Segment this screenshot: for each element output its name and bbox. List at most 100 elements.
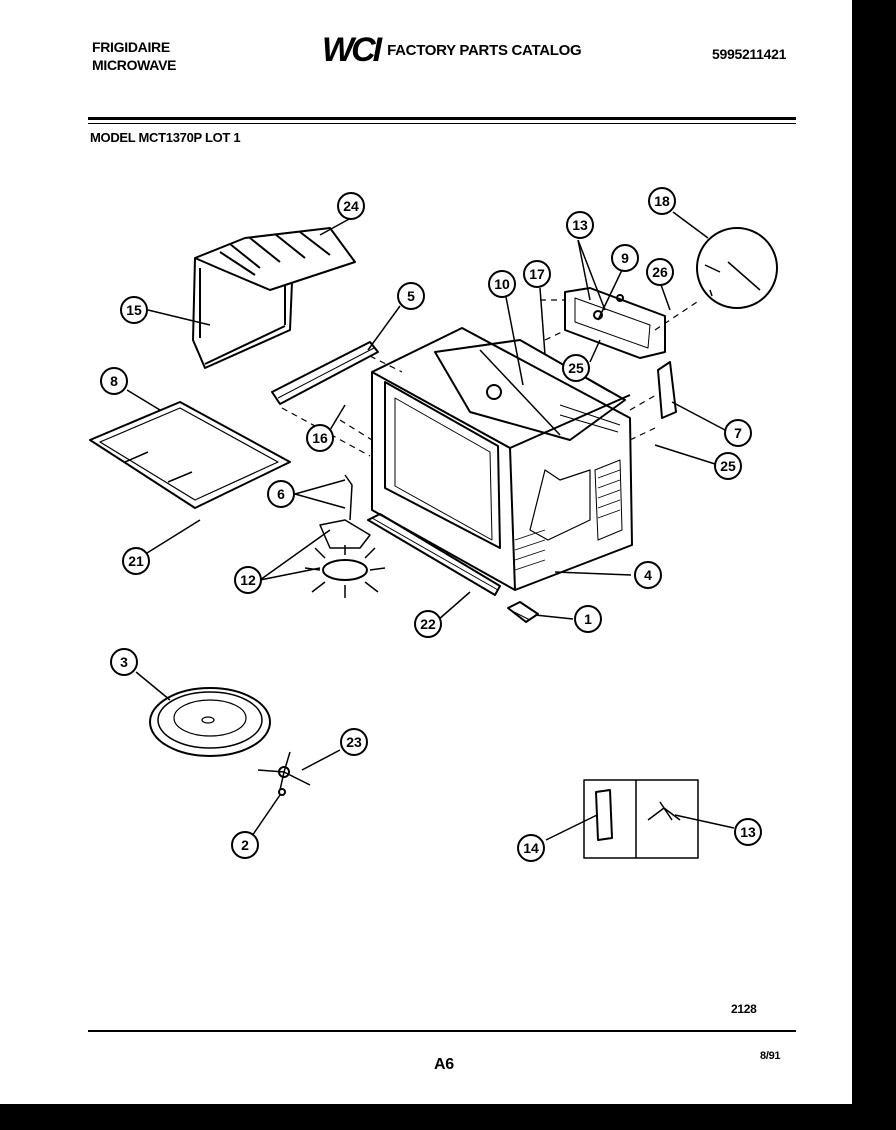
callout-c1: 1	[574, 605, 602, 633]
turntable-tray-part	[149, 687, 271, 757]
callout-number: 18	[654, 193, 670, 209]
callout-number: 7	[734, 425, 742, 441]
header-rule	[88, 117, 796, 120]
callout-circle	[488, 270, 516, 298]
callout-c25b: 25	[562, 354, 590, 382]
callout-circle	[634, 561, 662, 589]
control-bracket-part	[564, 287, 666, 359]
callout-number: 2	[241, 837, 249, 853]
callout-number: 23	[346, 734, 362, 750]
callout-c16: 16	[306, 424, 334, 452]
foot-part	[507, 601, 539, 623]
footer-rule	[88, 1030, 796, 1032]
callout-circle	[574, 605, 602, 633]
wci-logo: WCI	[322, 30, 382, 69]
callout-circle	[648, 187, 676, 215]
callout-c24: 24	[337, 192, 365, 220]
callout-number: 4	[644, 567, 652, 583]
callout-number: 24	[343, 198, 359, 214]
callout-circle	[611, 244, 639, 272]
scan-border-right	[852, 0, 896, 1130]
callout-c13a: 13	[566, 211, 594, 239]
callout-circle	[734, 818, 762, 846]
callout-number: 21	[128, 553, 144, 569]
magnified-detail	[696, 227, 778, 309]
model-label: MODEL MCT1370P LOT 1	[90, 130, 241, 145]
callout-circle	[714, 452, 742, 480]
callout-circle	[234, 566, 262, 594]
callout-c4: 4	[634, 561, 662, 589]
side-bracket-part	[657, 361, 677, 419]
page-label: A6	[434, 1056, 454, 1073]
callout-number: 5	[407, 288, 415, 304]
callout-number: 8	[110, 373, 118, 389]
top-rail-part	[271, 341, 379, 405]
callout-number: 9	[621, 250, 629, 266]
callout-c22: 22	[414, 610, 442, 638]
brand-name: FRIGIDAIRE	[92, 39, 170, 55]
callout-c8: 8	[100, 367, 128, 395]
product-type: MICROWAVE	[92, 57, 177, 73]
callout-circle	[122, 547, 150, 575]
callout-number: 14	[523, 840, 539, 856]
leader-lines	[126, 211, 735, 841]
callout-circle	[231, 831, 259, 859]
callout-circle	[110, 648, 138, 676]
callout-circle	[267, 480, 295, 508]
callout-number: 15	[126, 302, 142, 318]
callout-c6: 6	[267, 480, 295, 508]
callout-number: 22	[420, 616, 436, 632]
callout-c3: 3	[110, 648, 138, 676]
callout-c2: 2	[231, 831, 259, 859]
brand-block: FRIGIDAIRE MICROWAVE	[92, 38, 176, 74]
callout-c12: 12	[234, 566, 262, 594]
callout-c15: 15	[120, 296, 148, 324]
inset-box	[583, 779, 699, 859]
callout-number: 13	[572, 217, 588, 233]
header-rule-thin	[88, 123, 796, 124]
callout-c21: 21	[122, 547, 150, 575]
oven-body-part	[371, 327, 633, 591]
callout-circle	[562, 354, 590, 382]
callout-number: 16	[312, 430, 328, 446]
callout-c13b: 13	[734, 818, 762, 846]
bottom-rail-part	[367, 513, 501, 596]
callout-number: 6	[277, 486, 285, 502]
callout-c18: 18	[648, 187, 676, 215]
figure-number: 2128	[731, 1002, 757, 1016]
callout-c14: 14	[517, 834, 545, 862]
callout-circle	[100, 367, 128, 395]
bottom-plate-part	[89, 401, 291, 509]
callout-c17: 17	[523, 260, 551, 288]
callout-number: 25	[568, 360, 584, 376]
callout-c25a: 25	[714, 452, 742, 480]
callout-circle	[646, 258, 674, 286]
callout-circle	[340, 728, 368, 756]
assembly-guide-lines	[281, 299, 701, 457]
callout-number: 12	[240, 572, 256, 588]
callout-c23: 23	[340, 728, 368, 756]
callout-circle	[517, 834, 545, 862]
callout-circle	[306, 424, 334, 452]
callout-circle	[566, 211, 594, 239]
callout-number: 17	[529, 266, 545, 282]
callout-number: 3	[120, 654, 128, 670]
callout-number: 13	[740, 824, 756, 840]
callout-number: 10	[494, 276, 510, 292]
callout-circle	[337, 192, 365, 220]
callout-c10: 10	[488, 270, 516, 298]
scan-border-bottom	[0, 1104, 896, 1130]
outer-cabinet-part	[192, 227, 356, 369]
catalog-title: FACTORY PARTS CATALOG	[387, 41, 582, 59]
catalog-header: WCI FACTORY PARTS CATALOG	[322, 30, 582, 69]
callout-c7: 7	[724, 419, 752, 447]
callout-circle	[523, 260, 551, 288]
callout-circle	[724, 419, 752, 447]
callout-number: 25	[720, 458, 736, 474]
stirrer-part	[304, 474, 386, 598]
callout-number: 26	[652, 264, 668, 280]
catalog-number: 5995211421	[712, 46, 787, 62]
